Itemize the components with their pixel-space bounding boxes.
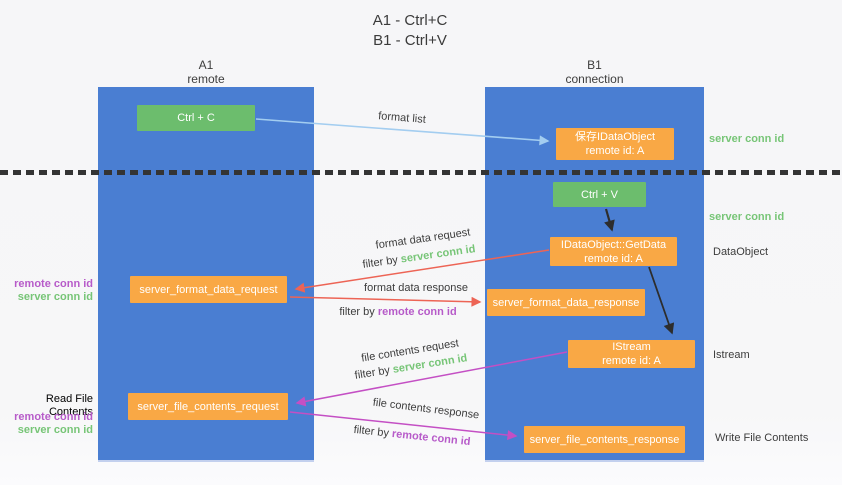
filter-by-text: filter by (339, 306, 375, 318)
dataobject-label: DataObject (713, 246, 769, 258)
remote-conn-id-label: remote conn id (14, 411, 93, 423)
server-conn-id-label-top: server conn id (709, 133, 785, 145)
label-format-data-response: format data response (364, 282, 468, 294)
title-line-1: A1 - Ctrl+C (372, 12, 448, 29)
column-header-b1: B1 connection (485, 58, 704, 86)
node-server-format-data-response: server_format_data_response (487, 289, 645, 316)
column-a1-role: remote (187, 72, 225, 86)
node-ctrl-v: Ctrl + V (553, 182, 646, 207)
node-save-idataobject-line2: remote id: A (585, 145, 645, 157)
node-server-format-data-request: server_format_data_request (130, 276, 287, 303)
column-header-a1: A1 remote (98, 58, 314, 86)
node-istream-line2: remote id: A (602, 355, 661, 367)
label-file-contents-response: file contents response (372, 396, 480, 422)
write-file-contents-label: Write File Contents (715, 432, 809, 444)
read-file-contents-label: Read File Contents (0, 393, 93, 419)
column-a1-name: A1 (198, 58, 214, 72)
column-b1-name: B1 (587, 58, 602, 72)
read-file-contents-text: Read File Contents (45, 393, 93, 418)
left-conn-id-labels-bottom: remote conn id server conn id (0, 411, 93, 437)
node-server-file-contents-response-label: server_file_contents_response (529, 433, 680, 446)
server-conn-id-label: server conn id (17, 424, 93, 436)
node-server-format-data-request-label: server_format_data_request (139, 283, 278, 296)
filter-by-text: filter by (353, 423, 390, 440)
label-filter-by-remote-conn-id-2: filter by remote conn id (353, 424, 471, 448)
node-server-format-data-response-label: server_format_data_response (492, 296, 640, 309)
node-ctrl-c: Ctrl + C (137, 105, 255, 131)
node-save-idataobject-line1: 保存IDataObject (574, 131, 656, 143)
session-separator-line (0, 170, 842, 175)
remote-conn-id-keyword: remote conn id (391, 427, 471, 449)
node-ctrl-v-label: Ctrl + V (581, 188, 618, 201)
remote-conn-id-keyword: remote conn id (377, 306, 457, 318)
node-idataobject-getdata-line2: remote id: A (584, 252, 643, 265)
istream-label: Istream (713, 349, 750, 361)
diagram-title: A1 - Ctrl+C B1 - Ctrl+V (0, 11, 820, 51)
node-save-idataobject: 保存IDataObject remote id: A (556, 128, 674, 160)
node-istream-line1: IStream (612, 341, 651, 353)
title-line-2: B1 - Ctrl+V (373, 32, 447, 49)
left-conn-id-labels-top: remote conn id server conn id (0, 278, 93, 304)
filter-by-text: filter by (353, 364, 391, 382)
server-conn-id-label-mid: server conn id (709, 211, 785, 223)
label-filter-by-remote-conn-id-1: filter by remote conn id (339, 306, 456, 318)
node-idataobject-getdata-line1: IDataObject::GetData (560, 238, 667, 251)
remote-conn-id-label: remote conn id (14, 278, 93, 290)
filter-by-text: filter by (361, 254, 399, 271)
edge-format-data-response (289, 296, 482, 307)
label-format-list: format list (377, 110, 427, 126)
node-ctrl-c-label: Ctrl + C (177, 112, 215, 124)
node-server-file-contents-response: server_file_contents_response (524, 426, 685, 453)
node-idataobject-getdata: IDataObject::GetData remote id: A (550, 237, 677, 266)
node-server-file-contents-request-label: server_file_contents_request (137, 400, 279, 413)
node-istream: IStream remote id: A (568, 340, 695, 368)
column-b1-role: connection (565, 72, 624, 86)
node-server-file-contents-request: server_file_contents_request (128, 393, 288, 420)
server-conn-id-label: server conn id (17, 291, 93, 303)
